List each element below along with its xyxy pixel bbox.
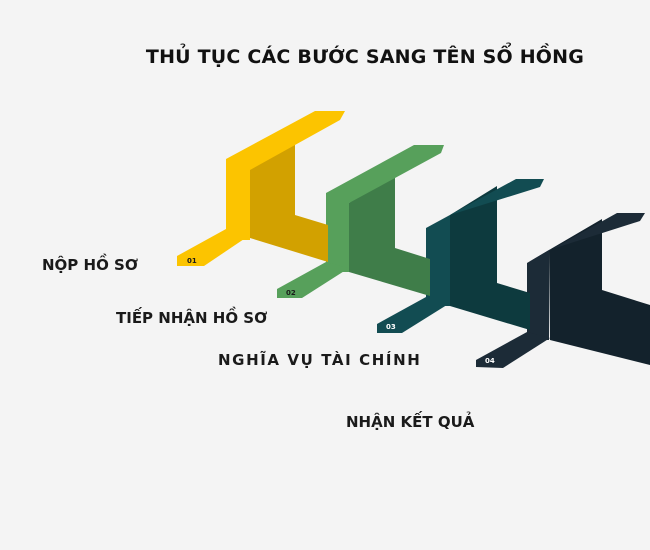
step-1-shape: 01 xyxy=(177,111,345,266)
step-2-back-wall xyxy=(349,167,430,296)
step-1-lower-arm xyxy=(177,229,250,266)
step-2-front-wall xyxy=(326,145,444,272)
step-4-back-wall xyxy=(549,219,650,365)
step-4-upper-arm xyxy=(527,213,645,263)
step-4-shape: 04 xyxy=(476,213,650,368)
step-4-lower-arm xyxy=(476,332,550,368)
step-2-lower-arm xyxy=(277,262,349,298)
step-4-number: 04 xyxy=(485,357,495,365)
step-1-number: 01 xyxy=(187,257,197,265)
step-3-shape: 03 xyxy=(377,179,544,333)
step-2-label: TIẾP NHẬN HỒ SƠ xyxy=(116,309,268,327)
step-2-number: 02 xyxy=(286,289,296,297)
step-3-upper-arm xyxy=(426,179,544,228)
step-4-front-wall xyxy=(527,250,549,340)
step-1-label: NỘP HỒ SƠ xyxy=(42,256,138,274)
step-3-lower-arm xyxy=(377,297,450,333)
step-1-front-wall xyxy=(226,111,345,240)
step-3-label: NGHĨA VỤ TÀI CHÍNH xyxy=(218,351,422,369)
step-4-label: NHẬN KẾT QUẢ xyxy=(346,413,475,431)
step-1-back-wall xyxy=(250,130,328,262)
step-2-shape: 02 xyxy=(277,145,444,298)
step-3-back-wall xyxy=(450,186,530,330)
step-3-front-wall xyxy=(426,215,450,306)
step-3-number: 03 xyxy=(386,323,396,331)
page-title: THỦ TỤC CÁC BƯỚC SANG TÊN SỔ HỒNG xyxy=(145,46,585,68)
